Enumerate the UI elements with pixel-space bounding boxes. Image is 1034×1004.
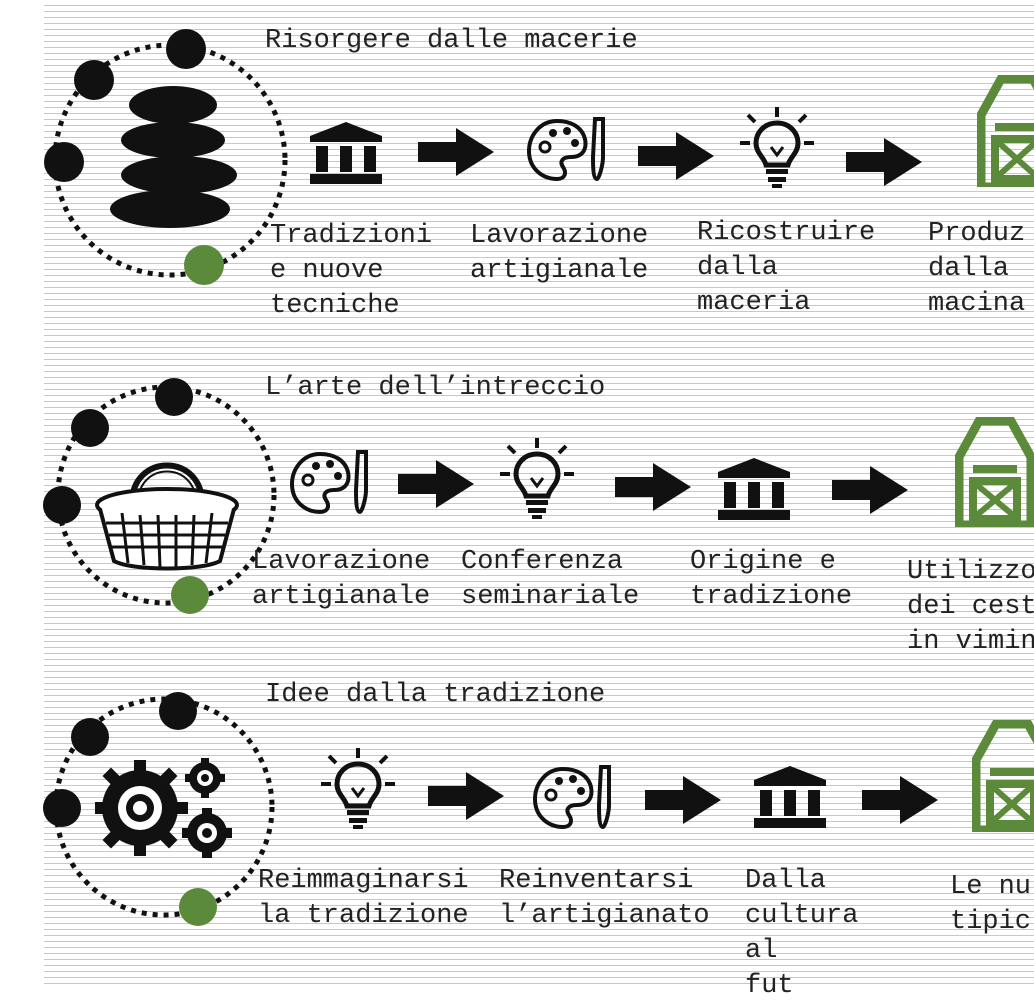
arrow-right-icon (428, 772, 504, 825)
orbit-dot (44, 142, 84, 182)
lightbulb-icon (321, 748, 395, 835)
row-2: L’arte dell’intreccio (40, 373, 1034, 657)
orbit-dot (155, 378, 193, 416)
arrow-right-icon (832, 466, 908, 519)
orbit-ring (40, 29, 300, 295)
step-label: Reinventarsi l’artigianato (499, 866, 710, 931)
arrow-right-icon (418, 128, 494, 181)
palette-brush-icon (532, 765, 613, 836)
arrow-right-icon (862, 776, 938, 829)
gears-icon (92, 758, 240, 868)
stacked-stones-icon (105, 85, 245, 235)
step-label: Utilizzo dei cest in vimin (907, 557, 1034, 657)
orbit-dot (159, 692, 197, 730)
barn-icon (971, 719, 1034, 837)
orbit-ring (40, 692, 290, 940)
orbit-ring (40, 378, 285, 630)
orbit-dot (74, 60, 114, 100)
orbit-dot (71, 718, 109, 756)
barn-icon (954, 416, 1034, 532)
arrow-right-icon (645, 776, 721, 829)
arrow-right-icon (398, 460, 474, 513)
step-label: Ricostruire dalla maceria (697, 218, 876, 318)
row-1: Risorgere dalle macerie (0, 0, 1034, 330)
row-title: L’arte dell’intreccio (265, 373, 606, 403)
lightbulb-icon (740, 107, 814, 194)
orbit-dot-green (171, 576, 209, 614)
step-label: Conferenza seminariale (461, 547, 640, 612)
arrow-right-icon (615, 463, 691, 516)
orbit-dot (43, 789, 81, 827)
museum-icon (718, 458, 790, 525)
palette-brush-icon (526, 117, 607, 188)
step-label: Le nu tipic (950, 872, 1032, 937)
museum-icon (310, 122, 382, 189)
step-label: Origine e tradizione (690, 547, 853, 612)
step-label: Reimmaginarsi la tradizione (258, 866, 469, 931)
orbit-dot (166, 29, 206, 69)
step-label: Produz dalla macina (928, 219, 1026, 319)
barn-icon (976, 74, 1034, 192)
row-title: Idee dalla tradizione (265, 680, 606, 710)
lightbulb-icon (500, 438, 574, 525)
step-label: Lavorazione artigianale (252, 547, 431, 612)
step-label: Tradizioni e nuove tecniche (270, 221, 433, 321)
arrow-right-icon (638, 132, 714, 185)
orbit-dot (71, 409, 109, 447)
step-label: Dalla cultura al fut (745, 866, 859, 1001)
orbit-dot-green (184, 245, 224, 285)
wicker-basket-icon (92, 443, 242, 578)
museum-icon (754, 766, 826, 833)
row-title: Risorgere dalle macerie (265, 26, 638, 56)
orbit-dot-green (179, 888, 217, 926)
arrow-right-icon (846, 138, 922, 191)
palette-brush-icon (289, 450, 370, 521)
orbit-dot (43, 486, 81, 524)
step-label: Lavorazione artigianale (470, 221, 649, 286)
